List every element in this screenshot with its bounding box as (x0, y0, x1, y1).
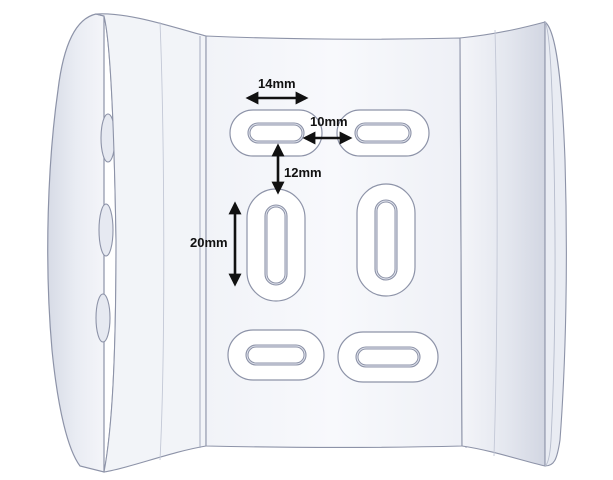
slot-top-left (229, 109, 323, 157)
slot-group (227, 109, 439, 383)
left-flange-hole-bottom (95, 293, 111, 343)
slot-middle-right (356, 183, 416, 297)
left-bend (95, 13, 207, 473)
slot-bottom-right-opening (357, 348, 419, 366)
dimension-annotations: 14mm 10mm 12mm 20mm (190, 76, 353, 287)
slot-bottom-left (227, 329, 325, 381)
slot-middle-left (246, 188, 306, 302)
left-flange (47, 13, 117, 473)
slot-spacing-label: 10mm (310, 114, 348, 129)
slot-middle-left-opening (266, 206, 286, 284)
slot-bottom-right (337, 331, 439, 383)
slot-length-label: 14mm (258, 76, 296, 91)
slot-top-left-opening (249, 124, 303, 142)
slot-top-right-opening (356, 124, 410, 142)
right-bend (459, 21, 546, 467)
slot-middle-right-opening (376, 201, 396, 279)
left-flange-hole-middle (98, 203, 114, 257)
slot-bottom-left-opening (247, 346, 305, 364)
right-flange (544, 20, 567, 467)
main-face (199, 35, 467, 449)
slot-height-label: 20mm (190, 235, 228, 250)
slot-top-right (336, 109, 430, 157)
vertical-gap-label: 12mm (284, 165, 322, 180)
